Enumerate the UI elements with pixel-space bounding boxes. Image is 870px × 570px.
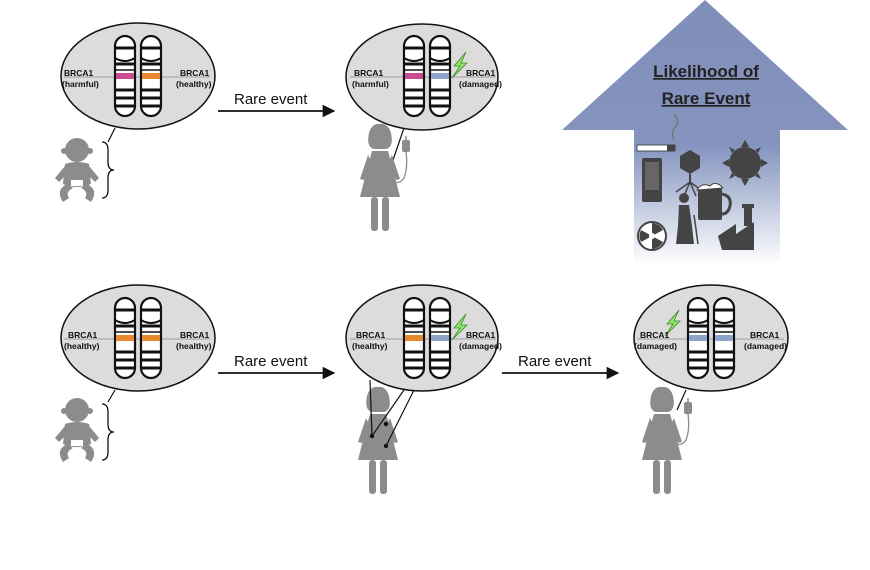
- woman-icon: [642, 386, 682, 494]
- phone-icon: [642, 158, 662, 202]
- healthy-band: [142, 335, 160, 341]
- gene-label: BRCA1: [356, 330, 386, 340]
- damaged-band: [689, 335, 707, 341]
- bottom-row: BRCA1 (healthy) BRCA1 (healthy) Rare eve…: [55, 284, 789, 494]
- woman-icon: [358, 386, 398, 494]
- baby-icon: [55, 398, 99, 462]
- likelihood-arrow: Likelihood of Rare Event: [562, 0, 848, 265]
- state-label: (harmful): [62, 79, 99, 89]
- bubble-top-newborn: BRCA1 (harmful) BRCA1 (healthy): [60, 22, 216, 143]
- bubble-top-adult: BRCA1 (harmful) BRCA1 (damaged): [345, 23, 502, 161]
- factory-icon: [718, 204, 754, 250]
- arrow-label: Rare event: [518, 353, 592, 370]
- woman-icon: [360, 123, 400, 231]
- state-label: (healthy): [176, 79, 212, 89]
- gene-label: BRCA1: [466, 330, 496, 340]
- likelihood-title-line2: Rare Event: [662, 89, 751, 108]
- state-label: (damaged): [459, 341, 502, 351]
- healthy-band: [116, 335, 134, 341]
- state-label: (damaged): [744, 341, 787, 351]
- state-label: (damaged): [459, 79, 502, 89]
- state-label: (healthy): [352, 341, 388, 351]
- state-label: (healthy): [64, 341, 100, 351]
- top-row: BRCA1 (harmful) BRCA1 (healthy) Rare eve…: [55, 22, 502, 231]
- gene-label: BRCA1: [466, 68, 496, 78]
- up-arrow-shape: [562, 0, 848, 265]
- gene-label: BRCA1: [180, 330, 210, 340]
- state-label: (healthy): [176, 341, 212, 351]
- damaged-band: [431, 73, 449, 79]
- damaged-band: [715, 335, 733, 341]
- virus-icon: [675, 150, 705, 197]
- sun-icon: [722, 140, 768, 186]
- likelihood-title-line1: Likelihood of: [653, 62, 759, 81]
- healthy-band: [405, 335, 423, 341]
- damaged-band: [431, 335, 449, 341]
- harmful-band: [116, 73, 134, 79]
- arrow-rare-event-1: Rare event: [218, 91, 336, 118]
- baby-icon: [55, 138, 99, 202]
- cigarette-icon: [636, 113, 679, 152]
- bubble-bottom-adult: BRCA1 (healthy) BRCA1 (damaged): [345, 284, 502, 392]
- gene-label: BRCA1: [354, 68, 384, 78]
- gene-label: BRCA1: [640, 330, 670, 340]
- pointer-lines: [369, 379, 415, 449]
- gene-label: BRCA1: [64, 68, 94, 78]
- radiation-icon: [637, 221, 667, 251]
- gene-label: BRCA1: [180, 68, 210, 78]
- arrow-label: Rare event: [234, 353, 308, 370]
- elderly-icon: [676, 193, 699, 245]
- arrow-label: Rare event: [234, 91, 308, 108]
- beer-icon: [696, 182, 732, 220]
- harmful-band: [405, 73, 423, 79]
- brace-icon: [101, 141, 115, 199]
- gene-label: BRCA1: [750, 330, 780, 340]
- arrow-rare-event-2: Rare event: [218, 353, 336, 380]
- arrow-rare-event-3: Rare event: [502, 353, 620, 380]
- state-label: (harmful): [352, 79, 389, 89]
- state-label: (damaged): [634, 341, 677, 351]
- healthy-band: [142, 73, 160, 79]
- gene-label: BRCA1: [68, 330, 98, 340]
- bubble-bottom-newborn: BRCA1 (healthy) BRCA1 (healthy): [60, 284, 216, 403]
- brace-icon: [101, 403, 115, 461]
- bubble-bottom-tumor: BRCA1 (damaged) BRCA1 (damaged): [633, 284, 789, 411]
